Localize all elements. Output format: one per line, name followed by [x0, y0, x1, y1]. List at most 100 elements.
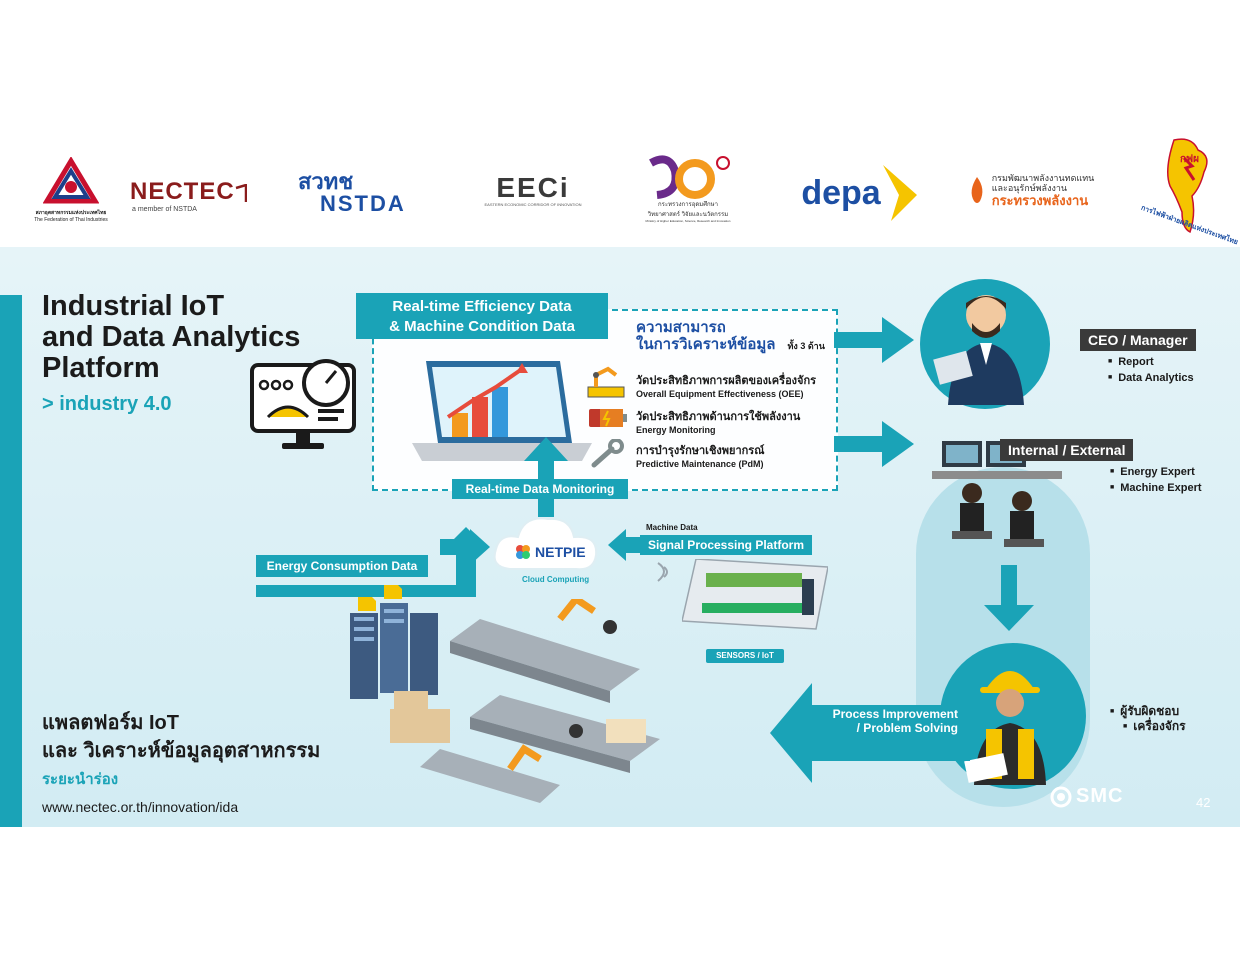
- nectec-logo: NECTEC a member of NSTDA: [130, 170, 272, 220]
- feature-energy-en: Energy Monitoring: [636, 425, 716, 435]
- feature-energy-thai: วัดประสิทธิภาพด้านการใช้พลังงาน: [636, 411, 801, 423]
- mhesi-logo: กระทรวงการอุดมศึกษา วิทยาศาสตร์ วิจัยและ…: [640, 148, 736, 228]
- robot-arm-icon: [587, 366, 625, 398]
- feature-oee-en: Overall Equipment Effectiveness (OEE): [636, 389, 804, 399]
- responsible-line-2: เครื่องจักร: [1110, 720, 1185, 735]
- eeci-logo: EECi EASTERN ECONOMIC CORRIDOR OF INNOVA…: [478, 170, 588, 210]
- arrow-right-ceo-icon: [834, 317, 914, 363]
- netpie-logo: NETPIE: [514, 543, 586, 561]
- expert-bullet-energy: Energy Expert: [1110, 465, 1202, 481]
- internal-external-label: Internal / External: [1000, 439, 1134, 461]
- expert-bullet-list: Energy Expert Machine Expert: [1110, 465, 1202, 497]
- feature-energy: วัดประสิทธิภาพด้านการใช้พลังงาน Energy M…: [636, 407, 800, 435]
- process-improvement-label: Process Improvement / Problem Solving: [812, 707, 958, 735]
- dede-line1: กรมพัฒนาพลังงานทดแทน: [991, 172, 1095, 183]
- feature-pdm: การบำรุงรักษาเชิงพยากรณ์ Predictive Main…: [636, 441, 764, 469]
- platform-slide: Industrial IoT and Data Analytics Platfo…: [0, 247, 1240, 827]
- wrench-icon: [591, 439, 624, 468]
- realtime-monitoring-label: Real-time Data Monitoring: [452, 479, 628, 499]
- left-accent-bar: [0, 295, 22, 827]
- industry-subtitle: > industry 4.0: [42, 393, 172, 415]
- nstda-thai: สวทช: [298, 169, 354, 194]
- dede-line3: กระทรวงพลังงาน: [991, 192, 1089, 208]
- eeci-name: EECi: [496, 171, 570, 203]
- egat-mark: กฟผ: [1180, 154, 1199, 165]
- depa-logo: depa: [800, 158, 920, 228]
- machine-data-label: Machine Data: [646, 523, 698, 532]
- arrow-energy-to-cloud-icon: [256, 527, 488, 597]
- expert-bullet-machine: Machine Expert: [1110, 481, 1201, 497]
- feature-pdm-en: Predictive Maintenance (PdM): [636, 459, 764, 469]
- dede-logo: กรมพัฒนาพลังงานทดแทน และอนุรักษ์พลังงาน …: [950, 170, 1110, 210]
- smc-logo: SMC: [1050, 785, 1123, 808]
- nectec-mark-icon: [235, 183, 247, 202]
- title-line-1: Industrial IoT: [42, 290, 225, 322]
- mhesi-line2: วิทยาศาสตร์ วิจัยและนวัตกรรม: [647, 212, 729, 218]
- fti-logo: สภาอุตสาหกรรมแห่งประเทศไทย The Federatio…: [34, 150, 108, 230]
- dede-line2: และอนุรักษ์พลังงาน: [991, 182, 1068, 193]
- netpie-mark-icon: [516, 545, 530, 559]
- arrow-left-improvement-icon: [770, 683, 970, 783]
- efficiency-line-2: & Machine Condition Data: [389, 318, 575, 335]
- smc-mark-icon: [1050, 786, 1072, 807]
- arrow-signal-to-cloud-icon: [608, 529, 648, 561]
- fti-emblem-icon: [43, 157, 99, 204]
- process-improvement-line-2: / Problem Solving: [856, 721, 958, 735]
- monitor-gauge-icon: [250, 359, 356, 449]
- depa-arrow-icon: [882, 165, 917, 221]
- mhesi-line3: Ministry of Higher Education, Science, R…: [645, 219, 731, 223]
- netpie-name: NETPIE: [535, 544, 586, 560]
- analysis-heading: ความสามารถ ในการวิเคราะห์ข้อมูล ทั้ง 3 ด…: [636, 319, 825, 355]
- energy-consumption-label: Energy Consumption Data: [256, 555, 428, 577]
- fti-name-en: The Federation of Thai Industries: [34, 217, 108, 223]
- platform-title: Industrial IoT and Data Analytics Platfo…: [42, 291, 300, 384]
- thai-title-line-1: แพลตฟอร์ม IoT: [42, 712, 179, 734]
- nectec-name: NECTEC: [130, 177, 235, 205]
- feature-oee: วัดประสิทธิภาพการผลิตของเครื่องจักร Over…: [636, 371, 816, 399]
- cloud-computing-label: Cloud Computing: [522, 575, 590, 584]
- factory-conveyor-icon: [390, 599, 660, 803]
- thailand-map-icon: [1167, 138, 1208, 234]
- efficiency-data-label: Real-time Efficiency Data & Machine Cond…: [356, 293, 608, 339]
- ceo-person-icon: [933, 295, 1024, 405]
- wifi-icon: [657, 562, 668, 582]
- ceo-manager-label: CEO / Manager: [1080, 329, 1196, 351]
- process-improvement-line-1: Process Improvement: [832, 707, 958, 721]
- nectec-url[interactable]: www.nectec.or.th/innovation/ida: [42, 799, 239, 815]
- dede-flame-icon: [971, 177, 983, 203]
- mhesi-emblem-icon: [649, 155, 730, 199]
- pilot-label: ระยะนำร่อง: [42, 771, 119, 788]
- ceo-bullet-list: Report Data Analytics: [1108, 355, 1193, 387]
- title-line-2: and Data Analytics: [42, 321, 301, 353]
- arrow-down-icon: [984, 565, 1034, 631]
- analysis-heading-line-2: ในการวิเคราะห์ข้อมูล: [636, 336, 776, 353]
- eeci-tagline: EASTERN ECONOMIC CORRIDOR OF INNOVATION: [484, 201, 582, 207]
- arrow-right-expert-icon: [834, 421, 914, 467]
- iot-device-icon: [682, 559, 828, 630]
- feature-oee-thai: วัดประสิทธิภาพการผลิตของเครื่องจักร: [636, 375, 817, 387]
- arrow-up-icon: [524, 437, 568, 517]
- page-number: 42: [1196, 795, 1211, 810]
- egat-logo: กฟผ การไฟฟ้าฝ่ายผลิตแห่งประเทศไทย: [1136, 136, 1239, 248]
- depa-name: depa: [801, 173, 881, 212]
- server-racks-icon: [350, 585, 438, 699]
- thai-title: แพลตฟอร์ม IoT และ วิเคราะห์ข้อมูลอุตสาหก…: [42, 709, 320, 765]
- fti-name-thai: สภาอุตสาหกรรมแห่งประเทศไทย: [35, 210, 107, 216]
- analysis-heading-line-1: ความสามารถ: [636, 319, 726, 336]
- analysis-suffix: ทั้ง 3 ด้าน: [787, 341, 825, 351]
- mhesi-line1: กระทรวงการอุดมศึกษา: [658, 202, 718, 208]
- efficiency-line-1: Real-time Efficiency Data: [392, 298, 572, 315]
- title-line-3: Platform: [42, 352, 160, 384]
- smc-name: SMC: [1076, 785, 1124, 807]
- arrow-into-cloud-icon: [440, 529, 490, 565]
- sensors-iot-label: SENSORS / IoT: [706, 649, 784, 663]
- thai-title-line-2: และ วิเคราะห์ข้อมูลอุตสาหกรรม: [42, 740, 321, 762]
- worker-person-icon: [964, 671, 1046, 785]
- ceo-bullet-analytics: Data Analytics: [1108, 371, 1193, 387]
- nstda-logo: สวทช NSTDA: [298, 168, 428, 218]
- responsible-bullet: ผู้รับผิดชอบ เครื่องจักร: [1110, 705, 1185, 735]
- nstda-name: NSTDA: [320, 191, 406, 216]
- feature-pdm-thai: การบำรุงรักษาเชิงพยากรณ์: [636, 445, 765, 457]
- signal-processing-label: Signal Processing Platform: [640, 535, 812, 555]
- battery-icon: [589, 409, 627, 427]
